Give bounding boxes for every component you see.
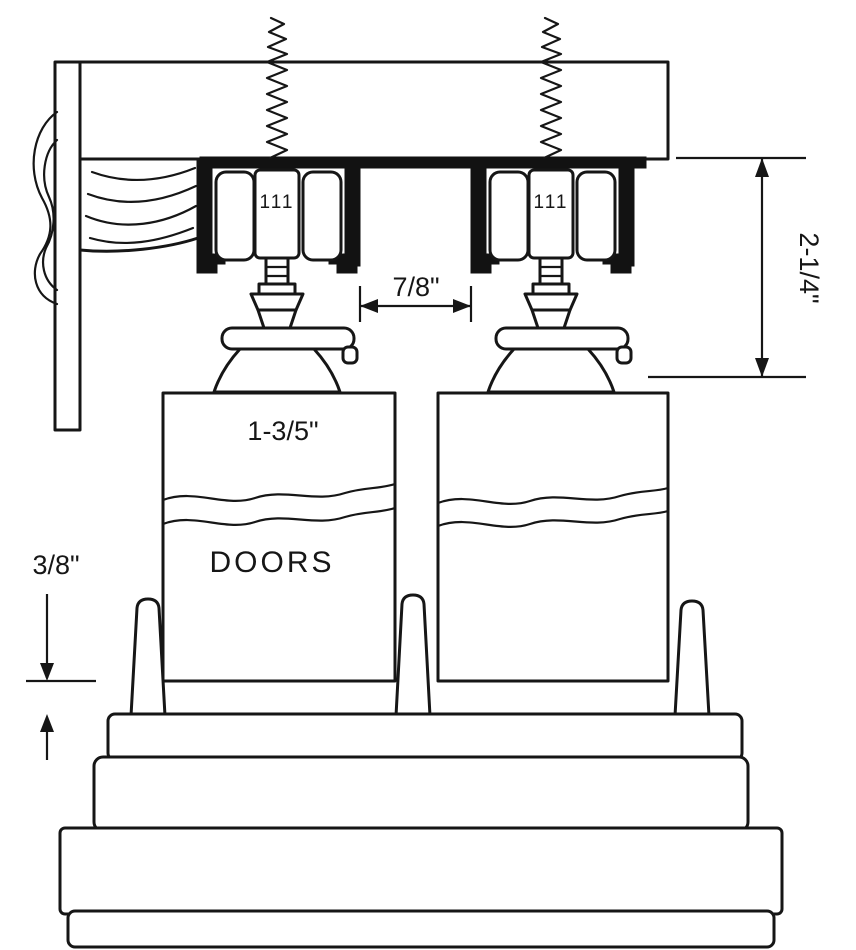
- bracket-foot: [486, 347, 616, 394]
- roller-carrier-right: 111: [470, 165, 635, 394]
- wall-jamb: [32, 60, 200, 432]
- adjustment-nut-lower: [256, 308, 298, 330]
- break-line: [436, 486, 670, 505]
- break-line: [161, 482, 397, 502]
- header-board: [60, 60, 670, 161]
- bracket-hook: [615, 345, 633, 365]
- track-side-left: [470, 165, 487, 267]
- wall-break-curl-outer: [32, 110, 59, 306]
- guide-base-strip: [106, 712, 744, 762]
- floor-board-upper: [92, 755, 750, 833]
- arrowhead-down: [755, 358, 769, 377]
- adjustment-nut-lower: [530, 308, 572, 330]
- track-side-left: [196, 165, 213, 267]
- floor-assembly: [58, 593, 784, 949]
- roller-wheel-left: [214, 170, 256, 262]
- dimension-floor-clearance: 3/8": [26, 550, 96, 760]
- break-line: [161, 506, 397, 526]
- wall-board: [53, 60, 82, 432]
- hanger-stem: [264, 256, 290, 288]
- dim-carrier-gap-text: 7/8": [392, 272, 439, 302]
- arrowhead-down: [40, 663, 54, 681]
- floor-guide-post-left: [129, 597, 167, 718]
- roller-wheel-right: [301, 170, 343, 262]
- arrowhead-left: [360, 299, 378, 313]
- adjustment-nut-upper: [249, 292, 305, 312]
- door-bracket-bar: [220, 326, 356, 351]
- arrowhead-right: [453, 299, 471, 313]
- roller-wheel-right: [575, 170, 617, 262]
- door-panel: [161, 391, 397, 683]
- track-strip: [199, 156, 647, 169]
- roller-wheel-left: [488, 170, 530, 262]
- track-side-right: [344, 165, 361, 267]
- roller-model-number: 111: [534, 192, 569, 213]
- door-right: [436, 391, 670, 683]
- adjustment-nut-upper: [523, 292, 579, 312]
- dimension-carrier-gap: 7/8": [358, 272, 473, 322]
- arrowhead-up: [755, 158, 769, 177]
- doors-label: DOORS: [209, 546, 334, 579]
- wood-grain-line: [84, 204, 198, 226]
- floor-guide-post-center: [394, 593, 432, 718]
- dim-door-top-inset: 1-3/5": [247, 416, 318, 446]
- track-side-right: [618, 165, 635, 267]
- wood-grain-line: [86, 184, 198, 203]
- wall-break-curl-inner: [42, 138, 59, 292]
- wood-grain-line: [90, 166, 197, 181]
- threaded-bolt-right: [539, 16, 563, 160]
- floor-board-bottom: [66, 909, 776, 949]
- wood-grain-line: [88, 226, 195, 245]
- floor-guide-post-right: [673, 599, 711, 718]
- bracket-hook: [341, 345, 359, 365]
- hanger-stem: [538, 256, 564, 288]
- dim-floor-clearance-text: 3/8": [32, 550, 79, 580]
- hanger-plate: [527, 168, 575, 260]
- break-line: [436, 509, 670, 528]
- header-board-face: [60, 60, 670, 161]
- roller-carrier-left: 111: [196, 165, 361, 394]
- threaded-bolt-left: [265, 16, 289, 160]
- hanger-plate: [253, 168, 301, 260]
- door-bracket-bar: [494, 326, 630, 351]
- floor-board-middle: [58, 826, 784, 916]
- bracket-foot: [212, 347, 342, 394]
- door-left: 1-3/5" DOORS: [161, 391, 397, 683]
- dimension-track-height: 2-1/4": [648, 156, 824, 379]
- arrowhead-up: [40, 714, 54, 732]
- roller-model-number: 111: [260, 192, 295, 213]
- door-panel: [436, 391, 670, 683]
- dim-track-height-text: 2-1/4": [794, 232, 824, 303]
